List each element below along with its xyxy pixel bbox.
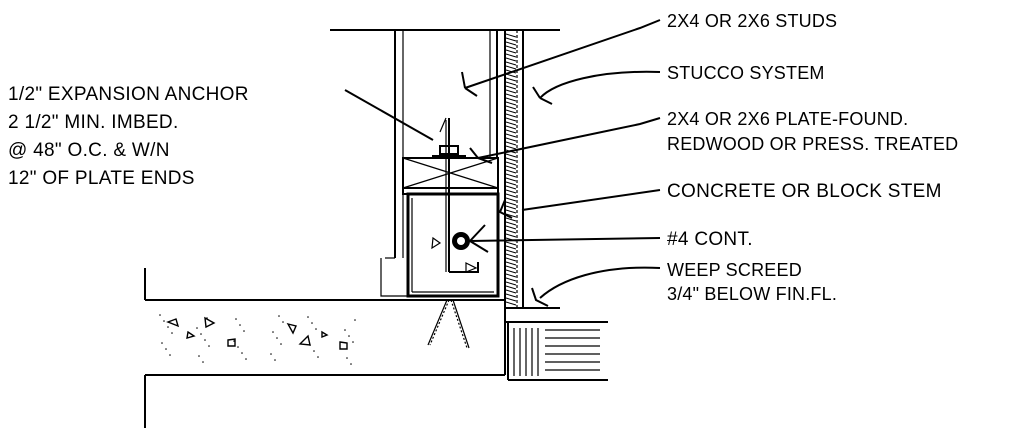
leader-lines — [344, 19, 661, 307]
rebar — [452, 232, 470, 250]
plate-callout-line-1: 2X4 OR 2X6 PLATE-FOUND. — [667, 109, 908, 129]
footing-slab — [144, 268, 506, 428]
anchor-callout-line-3: @ 48" O.C. & W/N — [8, 140, 170, 161]
stem-callout: CONCRETE OR BLOCK STEM — [667, 181, 942, 202]
weep-callout-line-1: WEEP SCREED — [667, 260, 802, 280]
studs-callout: 2X4 OR 2X6 STUDS — [667, 11, 837, 31]
plate-callout-line-2: REDWOOD OR PRESS. TREATED — [667, 134, 958, 154]
anchor-callout-line-2: 2 1/2" MIN. IMBED. — [8, 112, 179, 133]
anchor-tail — [427, 299, 470, 349]
stucco-layer — [504, 30, 524, 308]
rebar-callout: #4 CONT. — [667, 229, 753, 250]
sill-plate — [402, 157, 499, 195]
stucco-callout: STUCCO SYSTEM — [667, 63, 825, 83]
anchor-callout-line-4: 12" OF PLATE ENDS — [8, 168, 195, 189]
exterior-grade — [505, 307, 608, 381]
weep-callout-line-2: 3/4" BELOW FIN.FL. — [667, 284, 837, 304]
concrete-stem — [380, 192, 500, 298]
wall-framing — [330, 29, 560, 258]
anchor-callout: 1/2" EXPANSION ANCHOR 2 1/2" MIN. IMBED.… — [8, 84, 249, 189]
anchor-callout-line-1: 1/2" EXPANSION ANCHOR — [8, 84, 249, 105]
